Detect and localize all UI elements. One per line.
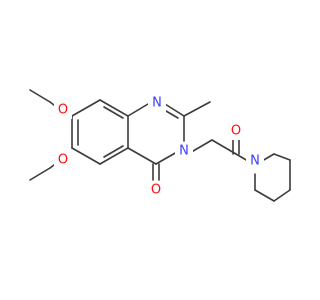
atom-labels: N N N O O O O xyxy=(54,94,264,199)
molecule-structure: N N N O O O O xyxy=(29,89,291,202)
bond-lines xyxy=(29,89,291,202)
atom-o-methoxy-lower: O xyxy=(58,153,68,168)
atom-o-carbonyl-amide: O xyxy=(231,124,241,139)
atom-n-ring-top: N xyxy=(152,96,162,111)
atom-n-isoquinoline: N xyxy=(250,154,260,169)
atom-o-carbonyl-ring: O xyxy=(151,183,161,198)
atom-n-ring-bottom: N xyxy=(179,144,189,159)
atom-o-methoxy-upper: O xyxy=(58,103,68,118)
